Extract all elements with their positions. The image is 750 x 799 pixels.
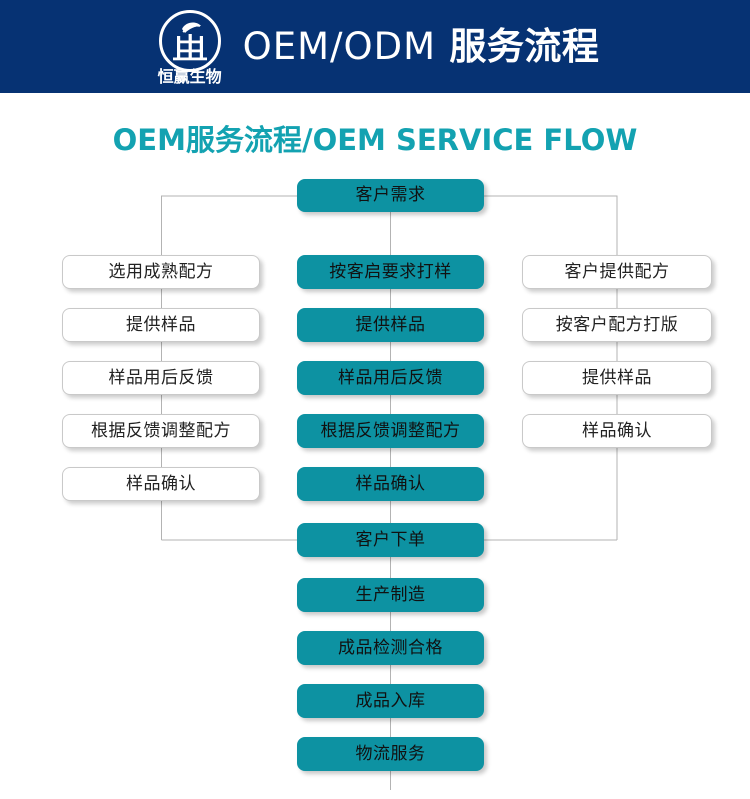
flow-node-mid-4[interactable]: 根据反馈调整配方 [297, 414, 484, 448]
flow-node-tail-3[interactable]: 成品检测合格 [297, 631, 484, 665]
leaf-in-circle-icon [172, 22, 207, 60]
flow-node-tail-1[interactable]: 客户下单 [297, 523, 484, 557]
flow-node-right-4[interactable]: 样品确认 [522, 414, 712, 448]
flow-node-tail-4[interactable]: 成品入库 [297, 684, 484, 718]
section-subtitle: OEM服务流程/OEM SERVICE FLOW [112, 123, 638, 157]
page-title: OEM/ODM 服务流程 [242, 24, 600, 68]
flow-node-root[interactable]: 客户需求 [297, 179, 484, 212]
page-title-latin: OEM/ODM [242, 24, 437, 68]
flow-node-left-2[interactable]: 提供样品 [62, 308, 260, 342]
brand-block: 恒赢生物 OEM/ODM 服务流程 [151, 8, 600, 86]
flow-node-right-2[interactable]: 按客户配方打版 [522, 308, 712, 342]
flow-node-mid-3[interactable]: 样品用后反馈 [297, 361, 484, 395]
flow-node-left-4[interactable]: 根据反馈调整配方 [62, 414, 260, 448]
flow-node-left-1[interactable]: 选用成熟配方 [62, 255, 260, 289]
flow-node-mid-2[interactable]: 提供样品 [297, 308, 484, 342]
flow-node-mid-1[interactable]: 按客启要求打样 [297, 255, 484, 289]
flow-node-tail-5[interactable]: 物流服务 [297, 737, 484, 771]
flow-node-left-3[interactable]: 样品用后反馈 [62, 361, 260, 395]
flow-node-left-5[interactable]: 样品确认 [62, 467, 260, 501]
page-header: 恒赢生物 OEM/ODM 服务流程 [0, 0, 750, 93]
logo-brand-text: 恒赢生物 [157, 66, 222, 86]
flow-node-right-1[interactable]: 客户提供配方 [522, 255, 712, 289]
company-logo: 恒赢生物 [151, 8, 229, 86]
flow-node-tail-2[interactable]: 生产制造 [297, 578, 484, 612]
flow-node-right-3[interactable]: 提供样品 [522, 361, 712, 395]
logo-circle-icon [158, 9, 221, 72]
page-title-cn: 服务流程 [449, 24, 600, 68]
flow-node-mid-5[interactable]: 样品确认 [297, 467, 484, 501]
